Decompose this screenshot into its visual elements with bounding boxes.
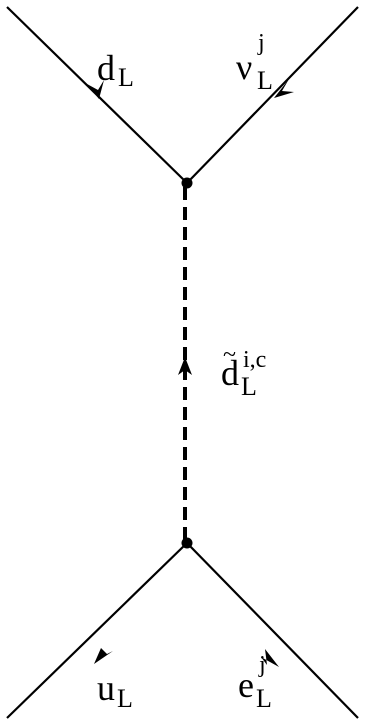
label-d-quark-main: d xyxy=(97,48,115,88)
label-squark-tilde: ~ xyxy=(223,342,236,368)
label-squark-sub: L xyxy=(241,372,257,401)
label-neutrino-main: ν xyxy=(236,47,252,87)
arrow-u-quark xyxy=(94,648,113,664)
arrow-d-quark xyxy=(87,80,104,99)
label-bottom-right: e j L xyxy=(238,652,272,713)
outgoing-line-u-quark xyxy=(6,542,188,719)
label-neutrino-sup: j xyxy=(257,30,265,56)
label-top-right: ν j L xyxy=(236,30,273,95)
label-squark-main: d xyxy=(221,353,239,393)
label-bottom-left: u L xyxy=(97,668,133,713)
label-d-quark-sub: L xyxy=(118,63,134,92)
label-electron-sup: j xyxy=(258,652,266,678)
label-u-quark-main: u xyxy=(97,668,115,708)
arrow-neutrino xyxy=(274,79,294,98)
arrow-electron xyxy=(261,649,279,667)
lower-vertex-group xyxy=(6,537,359,719)
label-u-quark-sub: L xyxy=(117,684,133,713)
label-top-left: d L xyxy=(97,48,134,92)
propagator-group xyxy=(178,187,192,543)
label-electron-main: e xyxy=(238,665,254,705)
label-squark-sup: i,c xyxy=(243,347,266,373)
arrow-propagator xyxy=(178,357,192,375)
upper-vertex-group xyxy=(6,6,359,189)
upper-vertex-dot xyxy=(181,177,193,189)
label-propagator: ~ d i,c L xyxy=(221,342,266,401)
label-electron-sub: L xyxy=(256,684,272,713)
outgoing-line-electron xyxy=(186,542,359,719)
incoming-line-neutrino xyxy=(186,6,359,184)
label-neutrino-sub: L xyxy=(257,66,273,95)
